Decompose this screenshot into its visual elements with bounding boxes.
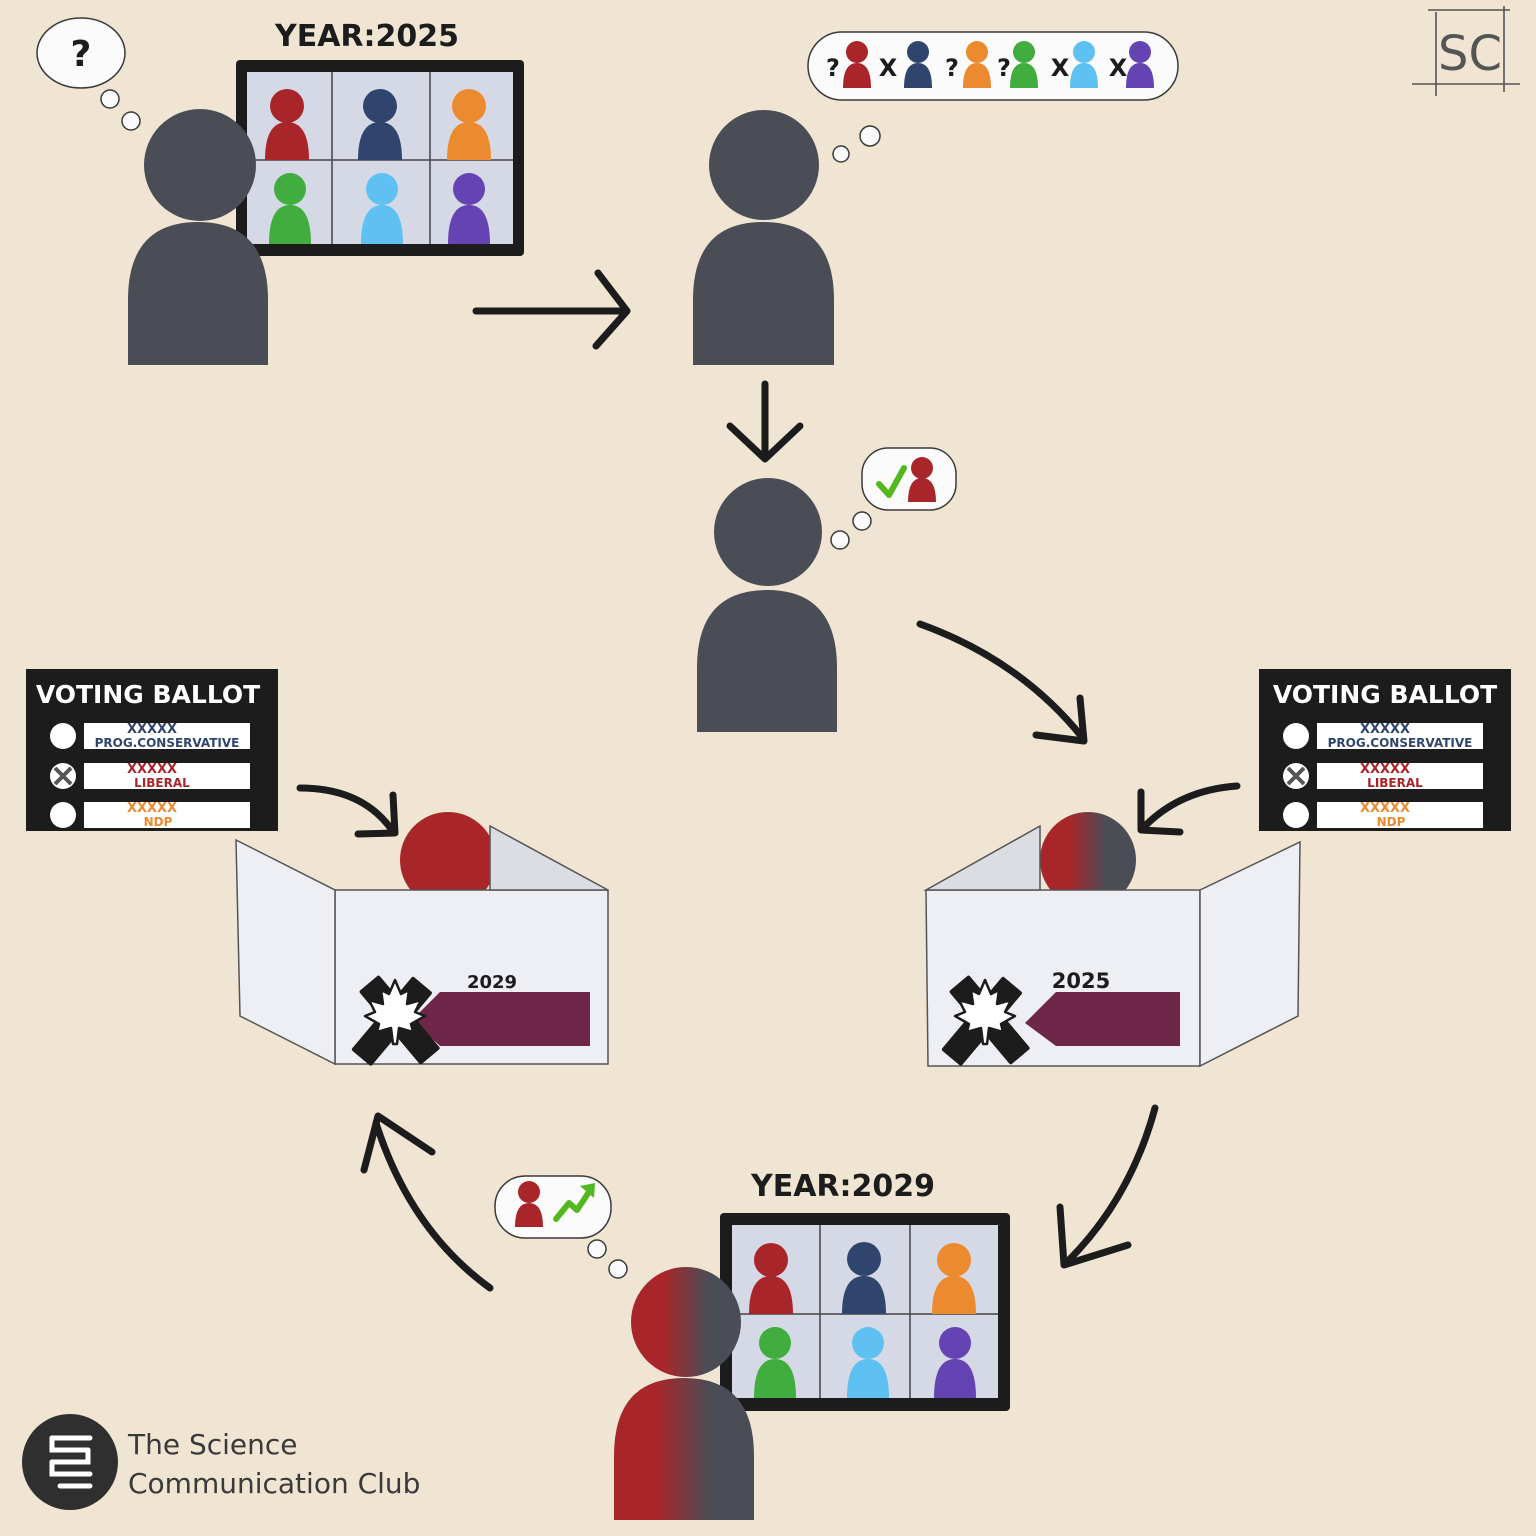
sc-logo-icon [49,1435,93,1489]
mark-orange: ? [945,54,959,82]
candidate-navy-icon [842,1242,886,1314]
mini-orange-icon [963,41,991,88]
candidate-red-icon [265,89,309,160]
ballot-title: VOTING BALLOT [1273,680,1497,709]
mark-red: ? [826,54,840,82]
mini-navy-icon [904,41,932,88]
candidates-monitor-2025 [236,60,524,256]
ballot-option-ndp: NDP [1377,815,1406,829]
flow-arrow-3 [916,620,1088,745]
ballot-option-ndp: NDP [144,815,173,829]
step2-group: ? X ? ? X X [693,31,1179,365]
voter-head-split-icon [1040,812,1136,908]
mini-red-icon [515,1181,543,1227]
ballot-crosses: XXXXX [1360,722,1410,737]
mark-navy: X [879,54,898,82]
artist-signature: SC [1412,6,1520,96]
ballot-crosses: XXXXX [1360,801,1410,816]
voting-ballot-right: VOTING BALLOT XXXXX PROG.CONSERVATIVE XX… [1259,669,1511,831]
candidate-lightblue-icon [847,1327,889,1398]
ballot-option-conservative: PROG.CONSERVATIVE [95,736,240,750]
trend-thought-bubble [494,1175,628,1279]
candidate-red-icon [749,1243,793,1314]
voter-person-icon [128,109,268,365]
year-2025-label: YEAR:2025 [274,19,459,54]
flow-arrow-1 [472,269,631,350]
voter-person-icon [697,478,837,732]
ballot-crosses: XXXXX [127,722,177,737]
flow-arrow-4 [1056,1104,1159,1269]
trend-up-icon [553,1183,595,1222]
question-mark: ? [71,34,92,75]
voting-booth-2025: 2025 [923,812,1301,1068]
voting-ballot-left: VOTING BALLOT XXXXX PROG.CONSERVATIVE XX… [26,669,278,831]
candidates-monitor-2029 [720,1213,1010,1411]
candidate-orange-icon [447,89,491,160]
mark-lightblue: X [1051,54,1070,82]
candidate-purple-icon [448,173,490,244]
step3-group [697,447,957,732]
science-communication-club-logo: The Science Communication Club [22,1414,420,1510]
mini-green-icon [1010,41,1038,88]
flow-arrow-2 [726,380,804,463]
mini-lightblue-icon [1070,41,1098,88]
ballot-option-liberal: LIBERAL [134,776,190,790]
mark-purple: X [1109,54,1128,82]
thought-bubble: ? [36,17,141,131]
mini-red-icon [843,41,871,88]
checkmark-icon [876,465,907,498]
voter-person-icon [693,110,834,365]
candidate-navy-icon [358,89,402,160]
flow-arrow-5 [360,1112,494,1292]
evaluation-thought-bubble: ? X ? ? X X [807,31,1179,163]
signature-text: SC [1438,26,1502,82]
candidate-green-icon [754,1327,796,1398]
box-year-label: 2025 [1052,969,1110,993]
voter-head-red-icon [400,812,496,908]
flow-arrow-ballot-right [1137,782,1241,836]
candidate-purple-icon [934,1327,976,1398]
mini-purple-icon [1126,41,1154,88]
org-line-1: The Science [127,1428,298,1461]
org-line-2: Communication Club [128,1467,420,1500]
candidate-green-icon [269,173,311,244]
step5-group: YEAR:2029 [494,1169,1010,1520]
mini-red-icon [908,457,936,502]
candidate-lightblue-icon [361,173,403,244]
decision-thought-bubble [830,447,957,550]
flow-arrow-ballot-left [296,784,399,838]
voter-split-person-icon [614,1267,754,1520]
voting-booth-2029: 2029 [235,812,609,1068]
mark-green: ? [997,54,1011,82]
year-2029-label: YEAR:2029 [750,1169,935,1204]
ballot-option-conservative: PROG.CONSERVATIVE [1328,736,1473,750]
ballot-crosses: XXXXX [1360,762,1410,777]
ballot-option-liberal: LIBERAL [1367,776,1423,790]
step1-group: YEAR:2025 ? [36,17,524,365]
ballot-crosses: XXXXX [127,801,177,816]
ballot-title: VOTING BALLOT [36,680,260,709]
candidate-orange-icon [932,1243,976,1314]
ballot-crosses: XXXXX [127,762,177,777]
box-year-label: 2029 [467,972,517,993]
